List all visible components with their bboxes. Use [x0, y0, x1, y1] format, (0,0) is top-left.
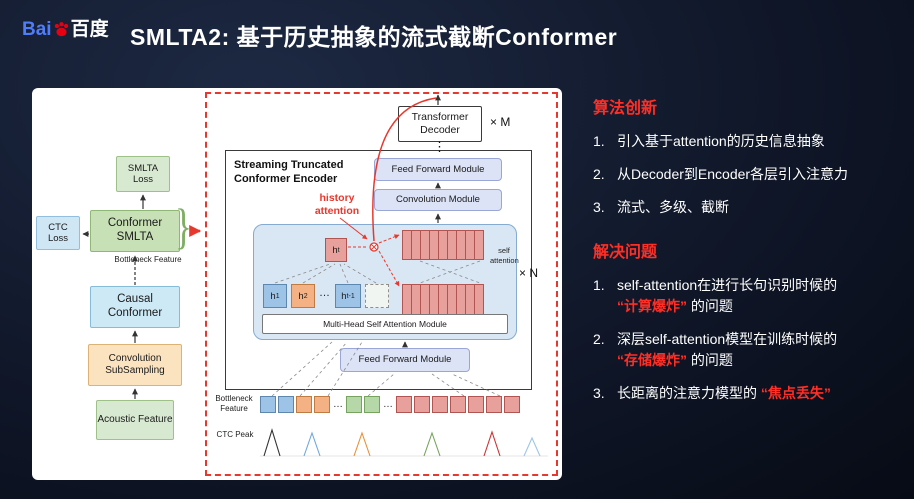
bottleneck-feature-row: … …	[260, 396, 520, 413]
times-n-label: × N	[519, 266, 539, 280]
item-text: 长距离的注意力模型的 “焦点丢失”	[617, 383, 831, 404]
ht-sub: t	[337, 246, 340, 254]
bottleneck-feature-label: Bottleneck Feature	[114, 255, 182, 264]
item-text: 深层self-attention模型在训练时候的 “存储爆炸” 的问题	[617, 329, 837, 371]
problem-item: 1. self-attention在进行长句识别时候的 “计算爆炸” 的问题	[593, 275, 909, 317]
smlta-loss-box: SMLTA Loss	[116, 156, 170, 192]
feature-cell	[364, 396, 380, 413]
page-title: SMLTA2: 基于历史抽象的流式截断Conformer	[130, 24, 618, 50]
ctc-loss-box: CTC Loss	[36, 216, 80, 250]
brace-decoration: }	[175, 198, 192, 254]
feature-cell	[468, 396, 484, 413]
item-text-highlight: “计算爆炸”	[617, 298, 687, 314]
item-text-highlight: “焦点丢失”	[760, 385, 831, 401]
ht-base: h	[332, 244, 338, 256]
item-text: 从Decoder到Encoder各层引入注意力	[617, 166, 849, 182]
streaming-encoder-frame	[205, 92, 558, 476]
attention-cells-top-stack	[402, 230, 484, 260]
item-number: 3.	[593, 385, 605, 401]
baidu-logo-text-bai: Bai	[22, 19, 52, 40]
convolution-module-box: Convolution Module	[374, 189, 502, 211]
feature-cell	[296, 396, 312, 413]
bottleneck-feature-row-label: Bottleneck Feature	[215, 394, 253, 413]
baidu-paw-icon	[54, 22, 68, 37]
algorithm-item: 3. 流式、多级、截断	[593, 197, 909, 218]
algorithm-item: 1. 引入基于attention的历史信息抽象	[593, 131, 909, 152]
item-number: 1.	[593, 277, 605, 293]
h1-base: h	[270, 290, 276, 302]
attention-cell	[474, 230, 484, 260]
algorithm-item: 2. 从Decoder到Encoder各层引入注意力	[593, 164, 909, 185]
acoustic-feature-box: Acoustic Feature	[96, 400, 174, 440]
baidu-logo-text-du: 百度	[70, 19, 109, 40]
times-m-label: × M	[490, 115, 511, 129]
item-text: 流式、多级、截断	[617, 199, 729, 215]
history-dots: …	[319, 287, 330, 299]
placeholder-cell	[365, 284, 389, 308]
attention-cell	[474, 284, 484, 316]
item-text: self-attention在进行长句识别时候的 “计算爆炸” 的问题	[617, 275, 837, 317]
feature-cell	[486, 396, 502, 413]
item-number: 3.	[593, 199, 605, 215]
feed-forward-top-box: Feed Forward Module	[374, 158, 502, 181]
feature-cell	[396, 396, 412, 413]
mhsa-box: Multi-Head Self Attention Module	[262, 314, 508, 334]
baidu-logo: Bai 百度	[22, 20, 109, 39]
h1-sub: 1	[275, 292, 280, 300]
item-number: 1.	[593, 133, 605, 149]
feature-cell	[450, 396, 466, 413]
vertical-dots: ⋮	[433, 139, 446, 154]
feature-cell	[504, 396, 520, 413]
item-text-pre: self-attention在进行长句识别时候的	[617, 277, 838, 293]
htm1-sub: t-1	[346, 292, 355, 300]
feature-row-dots: …	[333, 399, 343, 410]
self-attention-label: self attention	[490, 246, 519, 265]
bullet-panel: 算法创新 1. 引入基于attention的历史信息抽象 2. 从Decoder…	[593, 94, 909, 416]
item-text-post: 的问题	[687, 298, 733, 314]
feature-cell	[260, 396, 276, 413]
history-attention-label: history attention	[314, 192, 360, 217]
causal-conformer-box: Causal Conformer	[90, 286, 180, 328]
problem-item: 2. 深层self-attention模型在训练时候的 “存储爆炸” 的问题	[593, 329, 909, 371]
encoder-title: Streaming Truncated Conformer Encoder	[234, 159, 344, 186]
feature-cell	[414, 396, 430, 413]
htm1-base: h	[341, 290, 347, 302]
h2-base: h	[298, 290, 304, 302]
problems-heading: 解决问题	[593, 244, 658, 261]
conformer-smlta-box: Conformer SMLTA	[90, 210, 180, 252]
feature-cell	[432, 396, 448, 413]
item-number: 2.	[593, 166, 605, 182]
architecture-diagram-panel: SMLTA Loss CTC Loss Conformer SMLTA Bott…	[32, 88, 562, 480]
algorithm-heading: 算法创新	[593, 100, 658, 117]
feature-cell	[346, 396, 362, 413]
problem-item: 3. 长距离的注意力模型的 “焦点丢失”	[593, 383, 909, 404]
feed-forward-bottom-box: Feed Forward Module	[340, 348, 470, 372]
item-text-pre: 深层self-attention模型在训练时候的	[617, 331, 838, 347]
feature-cell	[278, 396, 294, 413]
item-text: 引入基于attention的历史信息抽象	[617, 133, 825, 149]
item-text-pre: 长距离的注意力模型的	[617, 385, 761, 401]
attention-cells-bottom-stack	[402, 284, 484, 316]
item-text-post: 的问题	[687, 352, 733, 368]
convolution-subsampling-box: Convolution SubSampling	[88, 344, 182, 386]
feature-row-dots: …	[383, 399, 393, 410]
feature-cell	[314, 396, 330, 413]
item-number: 2.	[593, 331, 605, 347]
transformer-decoder-box: Transformer Decoder	[398, 106, 482, 142]
item-text-highlight: “存储爆炸”	[617, 352, 687, 368]
ctc-peak-label: CTC Peak	[216, 430, 254, 439]
h2-sub: 2	[303, 292, 308, 300]
